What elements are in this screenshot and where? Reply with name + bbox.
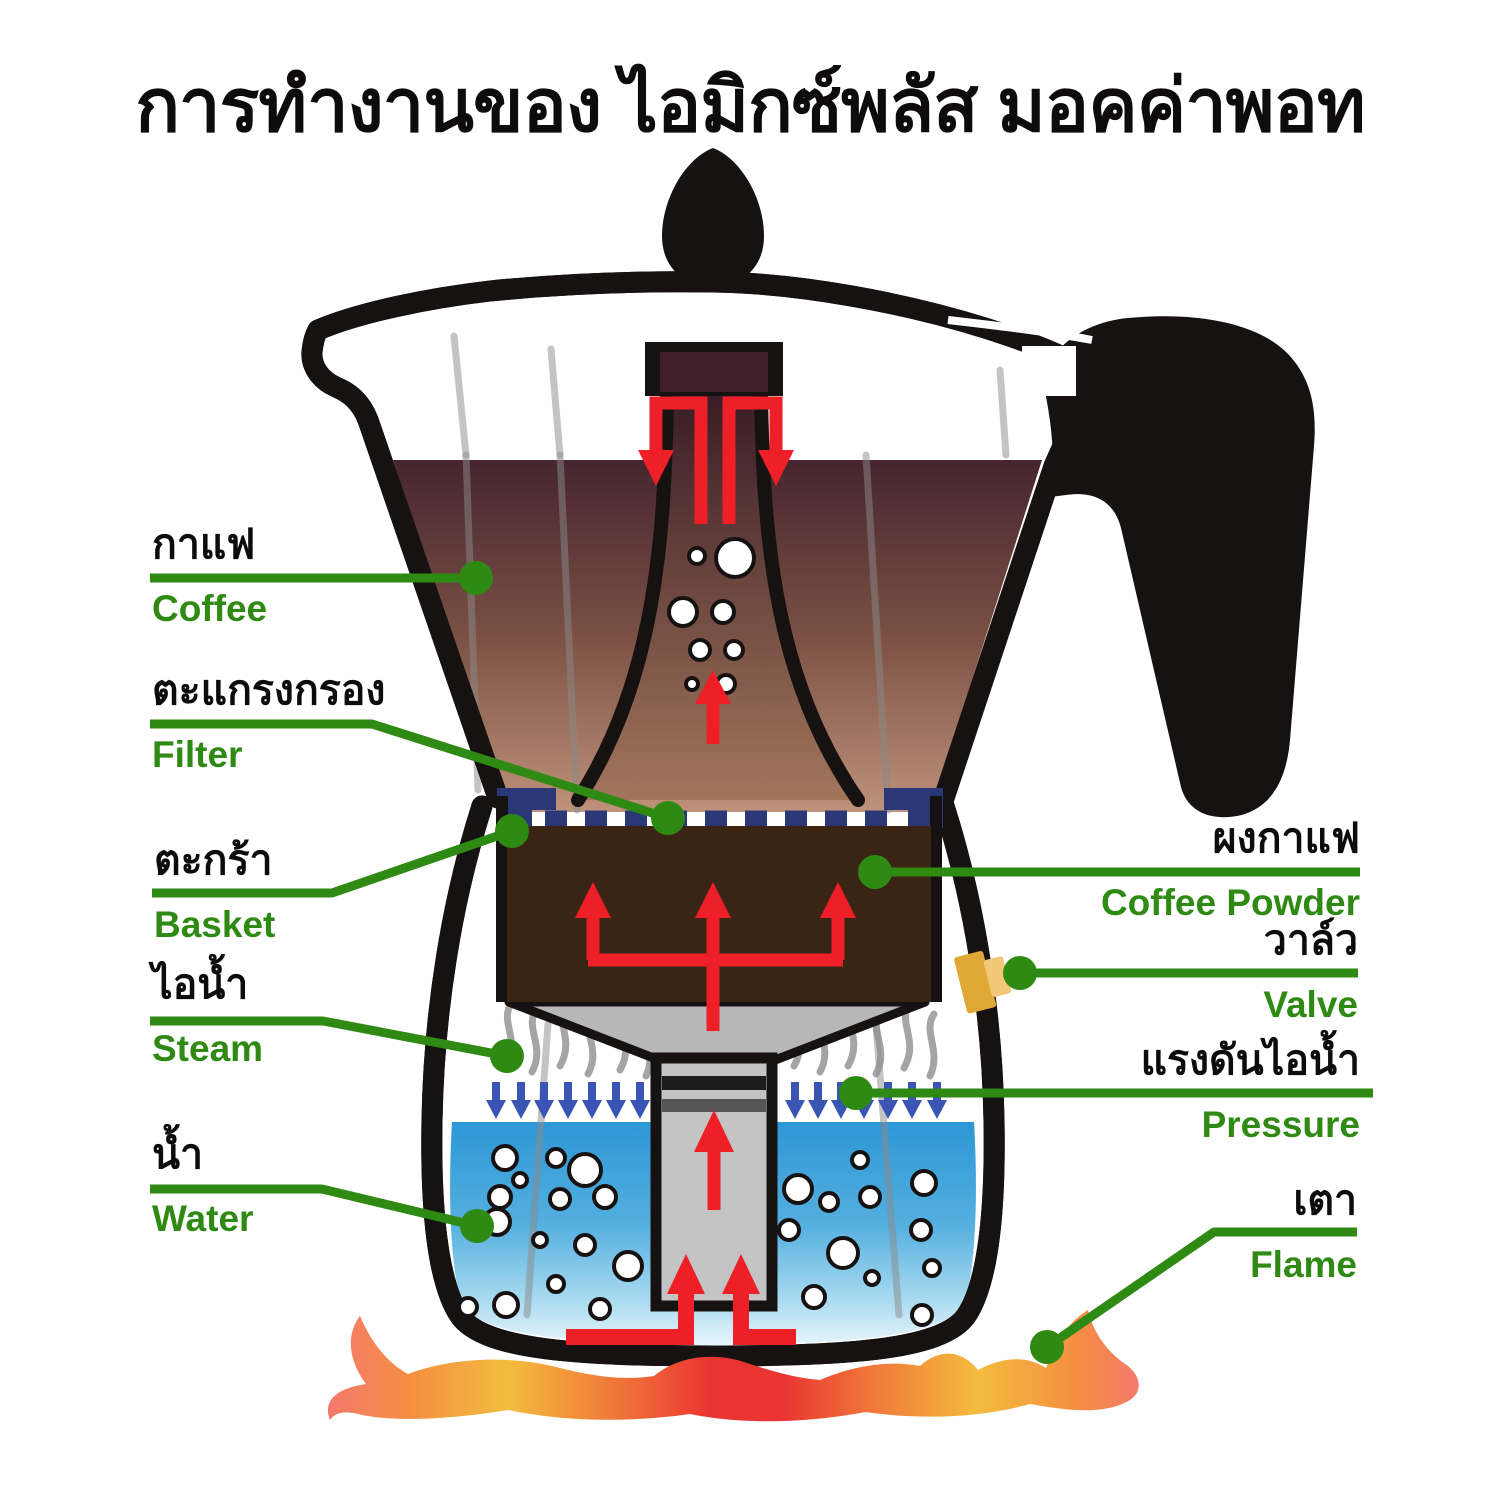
pressure-arrows-left <box>486 1082 650 1119</box>
basket-flow-arrows <box>575 882 856 1031</box>
tube-flow-arrows <box>566 1110 796 1345</box>
label-steam: ไอน้ำ Steam <box>152 960 263 1069</box>
coffee-basket <box>496 796 942 1031</box>
leader-steam <box>150 1016 524 1073</box>
leader-lines <box>150 561 1373 1364</box>
label-coffee-powder-thai: ผงกาแฟ <box>1212 815 1360 861</box>
handle <box>947 316 1315 818</box>
label-basket: ตะกร้า Basket <box>154 836 275 945</box>
leader-coffee-powder <box>858 855 1360 889</box>
label-coffee: กาแฟ Coffee <box>152 520 267 629</box>
boiler-outline <box>421 795 1005 1367</box>
label-coffee-thai: กาแฟ <box>152 521 256 567</box>
label-steam-english: Steam <box>152 1028 264 1070</box>
leader-filter <box>150 719 685 835</box>
label-pressure-thai: แรงดันไอน้ำ <box>1140 1037 1360 1083</box>
label-basket-english: Basket <box>154 904 276 946</box>
leader-flame <box>1030 1227 1357 1364</box>
label-flame-thai: เตา <box>1293 1177 1357 1223</box>
label-coffee-powder: ผงกาแฟ Coffee Powder <box>1101 814 1360 923</box>
leader-valve <box>1003 956 1358 990</box>
lid-rim-slit <box>947 316 1093 344</box>
water-bubbles <box>457 1144 942 1327</box>
label-basket-thai: ตะกร้า <box>154 837 273 883</box>
label-coffee-english: Coffee <box>152 588 268 630</box>
label-flame-english: Flame <box>1250 1244 1357 1286</box>
leader-basket <box>152 814 529 898</box>
leader-water <box>150 1184 494 1243</box>
handle-gap <box>1022 346 1076 396</box>
glass-reflection <box>547 345 564 459</box>
lid-knob <box>662 148 764 286</box>
glass-reflection <box>996 366 1010 459</box>
label-water: น้ำ Water <box>152 1130 253 1239</box>
label-pressure-english: Pressure <box>1201 1104 1360 1146</box>
glass-reflection <box>450 332 470 459</box>
label-valve: วาล์ว Valve <box>1263 916 1358 1025</box>
label-valve-thai: วาล์ว <box>1263 917 1358 963</box>
chimney-flow-arrows <box>638 396 794 744</box>
tube-band-gray <box>662 1099 766 1112</box>
page-title: การทำงานของ ไอมิกซ์พลัส มอคค่าพอท <box>135 64 1366 147</box>
label-valve-english: Valve <box>1263 984 1358 1026</box>
flame <box>327 1310 1139 1422</box>
label-filter-english: Filter <box>152 734 243 776</box>
label-pressure: แรงดันไอน้ำ Pressure <box>1141 1036 1360 1145</box>
label-flame: เตา Flame <box>1250 1176 1357 1285</box>
leader-pressure <box>839 1076 1373 1110</box>
glass-reflection <box>556 451 581 814</box>
label-steam-thai: ไอน้ำ <box>152 961 249 1007</box>
glass-reflection <box>862 451 892 814</box>
leader-coffee <box>150 561 493 595</box>
tube-band-dark <box>662 1076 766 1090</box>
label-filter: ตะแกรงกรอง Filter <box>152 666 385 775</box>
label-water-english: Water <box>152 1198 254 1240</box>
safety-valve <box>954 951 1012 1014</box>
label-filter-thai: ตะแกรงกรอง <box>152 667 386 713</box>
label-water-thai: น้ำ <box>152 1131 204 1177</box>
label-coffee-powder-english: Coffee Powder <box>1100 882 1360 924</box>
